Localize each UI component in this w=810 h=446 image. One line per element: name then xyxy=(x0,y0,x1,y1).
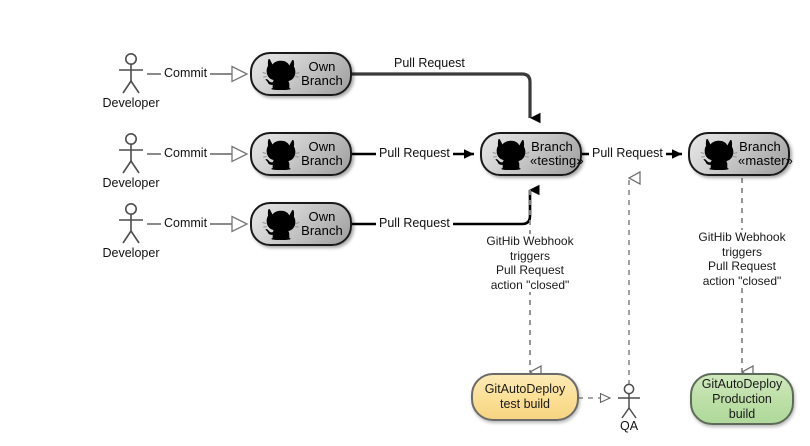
node-branch-master-stereotype: «master» xyxy=(738,153,793,168)
node-test-build-line1: GitAutoDeploy xyxy=(484,382,566,396)
note-webhook-master-line4: action "closed" xyxy=(702,273,782,288)
node-own-branch-2-line2: Branch xyxy=(301,153,343,168)
actor-qa[interactable]: QA xyxy=(606,383,652,433)
note-webhook-testing-line2: triggers xyxy=(509,248,550,263)
node-gitautodeploy-production-build-label: GitAutoDeploy Production build xyxy=(702,377,783,422)
edge-label-commit-2: Commit xyxy=(161,146,211,160)
actor-developer-1-label: Developer xyxy=(102,96,160,110)
node-test-build-line2: test build xyxy=(499,397,550,411)
node-gitautodeploy-test-build-label: GitAutoDeploy test build xyxy=(485,382,566,412)
node-branch-testing-label: Branch «testing» xyxy=(530,139,584,168)
edge-label-commit-1: Commit xyxy=(161,66,211,80)
github-octocat-icon xyxy=(262,58,300,91)
node-own-branch-2-label: Own Branch xyxy=(300,140,344,168)
note-webhook-master-line2: triggers xyxy=(721,244,762,259)
node-production-build-line2: Production xyxy=(712,391,772,406)
node-branch-testing[interactable]: Branch «testing» xyxy=(480,132,584,176)
node-own-branch-3-label: Own Branch xyxy=(300,210,344,238)
node-own-branch-3[interactable]: Own Branch xyxy=(250,202,352,246)
node-production-build-line1: GitAutoDeploy xyxy=(701,376,783,391)
node-own-branch-3-line2: Branch xyxy=(301,223,343,238)
node-gitautodeploy-production-build[interactable]: GitAutoDeploy Production build xyxy=(690,373,794,425)
note-webhook-master-line3: Pull Request xyxy=(707,259,777,273)
actor-developer-1[interactable]: Developer xyxy=(103,52,159,110)
note-webhook-testing-line1: GitHib Webhook xyxy=(486,234,574,248)
edge-label-pull-request-1: Pull Request xyxy=(391,56,468,70)
actor-developer-3[interactable]: Developer xyxy=(103,202,159,260)
note-webhook-testing-line3: Pull Request xyxy=(495,263,565,277)
edge-label-pull-request-2: Pull Request xyxy=(376,146,453,160)
node-own-branch-1-label: Own Branch xyxy=(300,60,344,88)
node-own-branch-3-line1: Own xyxy=(308,209,336,224)
actor-developer-2[interactable]: Developer xyxy=(103,132,159,190)
actor-stick-figure-icon xyxy=(119,133,143,174)
node-branch-master-label: Branch «master» xyxy=(738,139,793,168)
node-own-branch-1[interactable]: Own Branch xyxy=(250,52,352,96)
edge-label-pull-request-3: Pull Request xyxy=(376,216,453,230)
node-production-build-line3: build xyxy=(728,406,756,421)
github-octocat-icon xyxy=(700,138,738,171)
actor-developer-3-label: Developer xyxy=(102,246,160,260)
actor-qa-label: QA xyxy=(619,419,639,433)
note-webhook-master-line1: GitHib Webhook xyxy=(698,230,786,244)
node-gitautodeploy-test-build[interactable]: GitAutoDeploy test build xyxy=(471,373,579,421)
node-branch-testing-line1: Branch xyxy=(531,139,573,154)
node-own-branch-1-line1: Own xyxy=(308,59,336,74)
node-branch-master[interactable]: Branch «master» xyxy=(688,132,793,176)
actor-stick-figure-icon xyxy=(119,203,143,244)
edge-label-pull-request-to-master: Pull Request xyxy=(589,146,666,160)
note-webhook-testing-line4: action "closed" xyxy=(490,277,570,292)
edge-pull-request-1 xyxy=(352,72,541,124)
actor-developer-2-label: Developer xyxy=(102,176,160,190)
note-webhook-master: GitHib Webhook triggers Pull Request act… xyxy=(680,230,804,288)
github-octocat-icon xyxy=(262,208,300,241)
node-own-branch-1-line2: Branch xyxy=(301,73,343,88)
actor-stick-figure-icon xyxy=(618,383,640,419)
node-branch-master-line1: Branch xyxy=(739,139,781,154)
note-webhook-testing: GitHib Webhook triggers Pull Request act… xyxy=(468,234,592,292)
node-own-branch-2[interactable]: Own Branch xyxy=(250,132,352,176)
actor-stick-figure-icon xyxy=(119,53,143,94)
github-octocat-icon xyxy=(492,138,530,171)
github-octocat-icon xyxy=(262,138,300,171)
edge-label-commit-3: Commit xyxy=(161,216,211,230)
node-own-branch-2-line1: Own xyxy=(308,139,336,154)
node-branch-testing-stereotype: «testing» xyxy=(530,153,584,168)
